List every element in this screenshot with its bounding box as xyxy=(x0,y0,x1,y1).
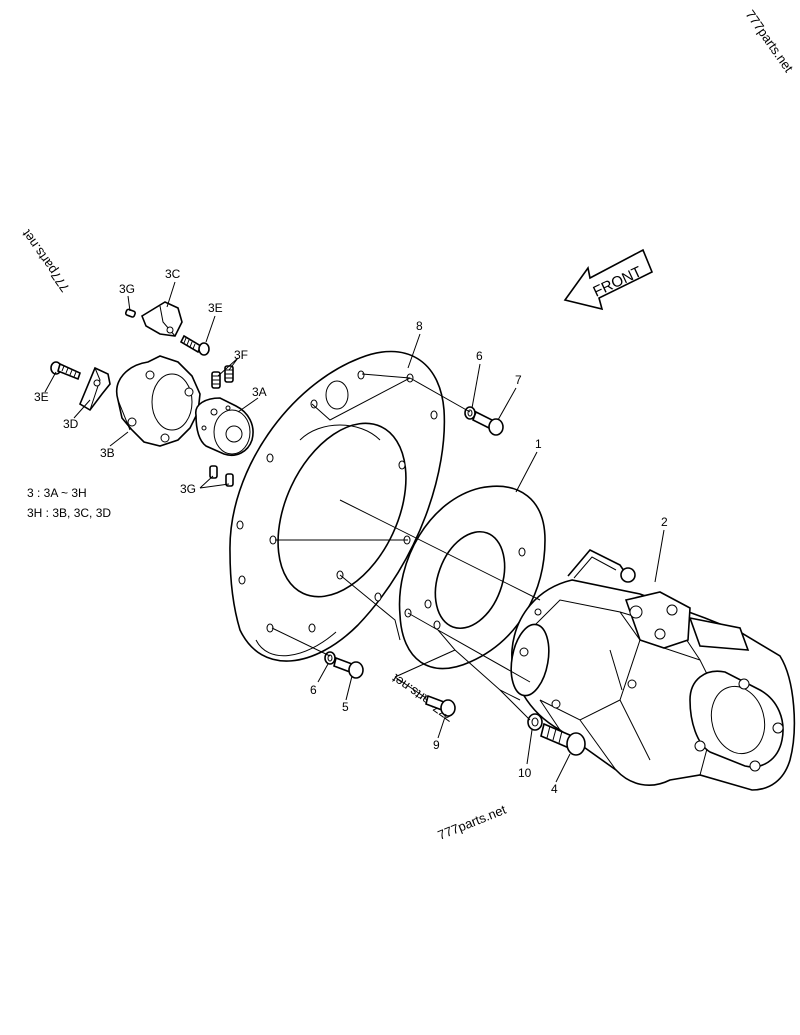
part-5-bolt xyxy=(333,656,364,679)
watermark-left: 777parts.net xyxy=(18,227,72,295)
label-6-bottom: 6 xyxy=(310,683,317,697)
watermark-center: 777parts.net xyxy=(389,671,457,725)
part-3e-bolt-top xyxy=(179,334,210,356)
label-1: 1 xyxy=(535,437,542,451)
part-4-bolt xyxy=(540,722,586,756)
part-10-lock-washer xyxy=(527,713,543,731)
label-3a: 3A xyxy=(252,385,267,399)
part-2-hydraulic-pump xyxy=(510,549,796,791)
label-5: 5 xyxy=(342,700,349,714)
watermark-bottom: 777parts.net xyxy=(436,802,509,843)
part-7-bolt xyxy=(471,410,504,436)
label-8: 8 xyxy=(416,319,423,333)
part-9-bolt xyxy=(425,694,456,717)
part-8-housing-plate xyxy=(229,350,446,662)
label-3d: 3D xyxy=(63,417,79,431)
part-3g-pin-top xyxy=(124,308,136,318)
part-3b-flexible-element xyxy=(115,355,201,447)
label-3b: 3B xyxy=(100,446,115,460)
label-3e-top: 3E xyxy=(208,301,223,315)
part-6-washer-top xyxy=(464,406,476,420)
label-9: 9 xyxy=(433,738,440,752)
label-7: 7 xyxy=(515,373,522,387)
label-3f: 3F xyxy=(234,348,248,362)
front-arrow: FRONT xyxy=(563,248,654,311)
label-4: 4 xyxy=(551,782,558,796)
part-3c-clamp xyxy=(141,301,183,337)
part-3e-bolt-left xyxy=(50,361,81,381)
part-3a-hub xyxy=(195,397,254,456)
label-2: 2 xyxy=(661,515,668,529)
watermark-top-right: 777parts.net xyxy=(743,7,797,75)
label-10: 10 xyxy=(518,766,532,780)
label-6-top: 6 xyxy=(476,349,483,363)
note-line-1: 3 : 3A ~ 3H xyxy=(27,486,87,500)
part-3g-pins-bottom xyxy=(209,465,234,487)
label-3g-top: 3G xyxy=(119,282,135,296)
part-labels: 3C 3G 3E 3F 3A 3E 3D 3B 3G 8 6 7 1 2 6 5… xyxy=(34,267,668,796)
label-3g-bottom: 3G xyxy=(180,482,196,496)
label-3c: 3C xyxy=(165,267,181,281)
note-line-2: 3H : 3B, 3C, 3D xyxy=(27,506,111,520)
label-3e-left: 3E xyxy=(34,390,49,404)
part-3d-clamp xyxy=(78,366,111,412)
leader-lines xyxy=(44,281,665,783)
alignment-lines xyxy=(271,373,541,721)
